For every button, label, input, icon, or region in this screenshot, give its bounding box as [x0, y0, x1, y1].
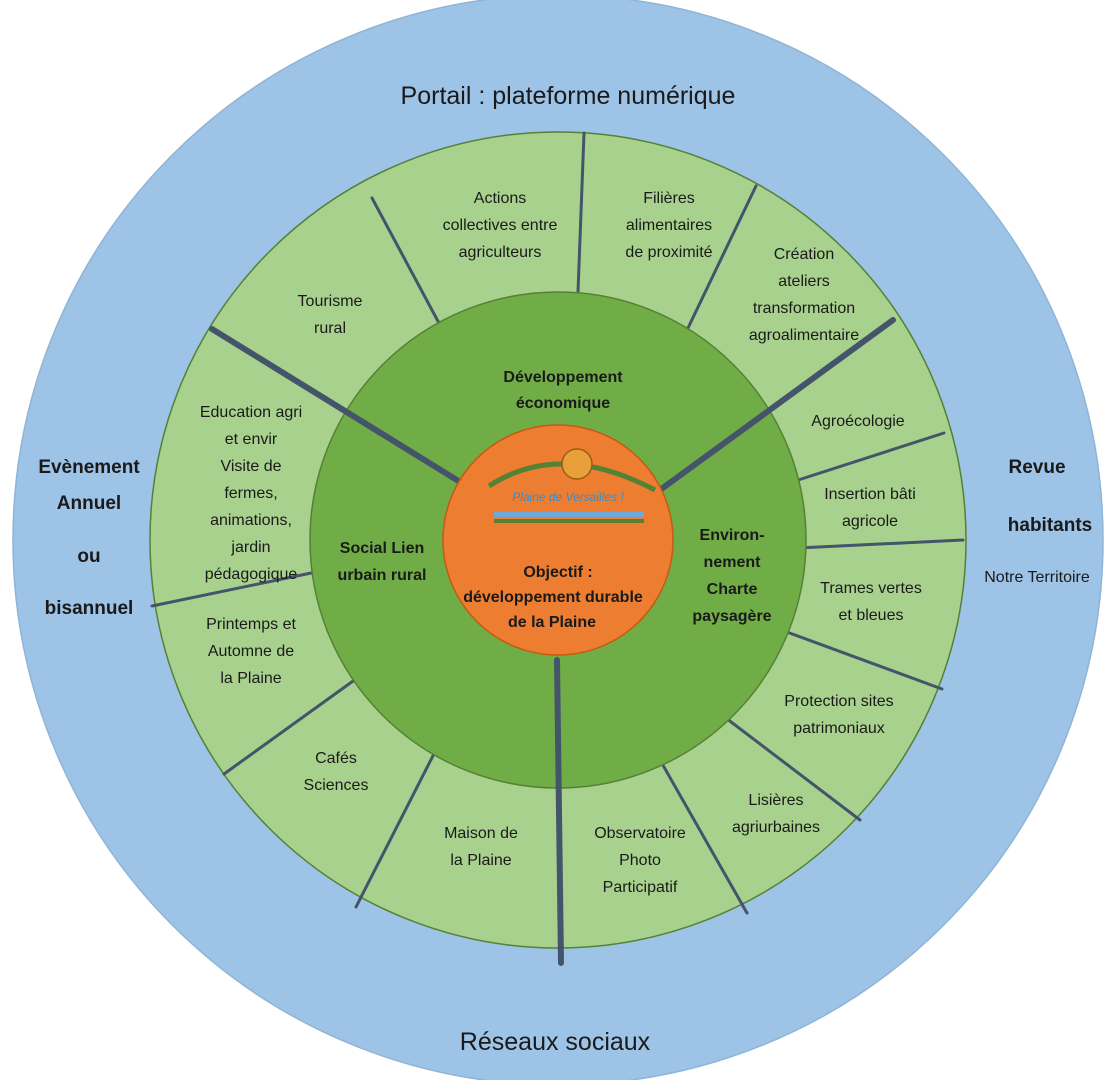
pillar-label-line: Développement	[503, 369, 623, 386]
pillar-divider-line	[209, 326, 468, 488]
pillar-social: Social Lien urbain rural	[338, 540, 427, 584]
divider-line	[716, 710, 862, 822]
logo-water-band	[494, 512, 644, 517]
segment-actions-collectives: Actions collectives entre agriculteurs	[443, 190, 558, 261]
segment-filieres-alimentaires: Filières alimentaires de proximité	[625, 190, 712, 261]
plaine-versailles-logo: Plaine de Versailles !	[487, 448, 657, 523]
pillar-label-line: paysagère	[692, 608, 771, 625]
segment-printemps-automne: Printemps et Automne de la Plaine	[206, 616, 296, 687]
divider-line	[150, 570, 318, 608]
segment-label-line: rural	[314, 320, 346, 337]
segment-label-line: Maison de	[444, 825, 518, 842]
segment-label-line: et envir	[225, 431, 278, 448]
segment-label-line: transformation	[753, 300, 855, 317]
divider-line	[658, 758, 749, 915]
notre-territoire-label: Notre Territoire	[984, 569, 1090, 586]
segment-label-line: pédagogique	[205, 566, 298, 583]
pillar-divider-line	[657, 317, 896, 493]
objective-line: de la Plaine	[508, 614, 596, 631]
portail-label: Portail : plateforme numérique	[401, 82, 736, 110]
evenement-label-line: bisannuel	[45, 598, 134, 619]
segment-protection-sites: Protection sites patrimoniaux	[784, 693, 893, 737]
evenement-label-line: Annuel	[57, 493, 121, 514]
segment-label-line: jardin	[230, 539, 270, 556]
segment-label-line: Automne de	[208, 643, 294, 660]
pillar-label-line: Social Lien	[340, 540, 424, 557]
segment-tourisme: Tourisme rural	[298, 293, 363, 337]
revue-habitants-label-line: Revue	[1008, 457, 1065, 478]
logo-text: Plaine de Versailles !	[512, 490, 624, 504]
pillar-developpement-economique: Développement économique	[503, 369, 623, 412]
logo-field-band	[494, 519, 644, 523]
objective-line: Objectif :	[523, 564, 592, 581]
pillar-environnement: Environ- nement Charte paysagère	[692, 527, 771, 625]
segment-label-line: agriculteurs	[459, 244, 542, 261]
reseaux-sociaux-label: Réseaux sociaux	[460, 1028, 651, 1056]
segment-label-line: Actions	[474, 190, 526, 207]
divider-line	[790, 431, 946, 484]
divider-line	[354, 740, 442, 909]
segment-label-line: Cafés	[315, 750, 357, 767]
segment-label-line: Trames vertes	[820, 580, 922, 597]
segment-label-line: la Plaine	[220, 670, 281, 687]
segment-label-line: la Plaine	[450, 852, 511, 869]
pillar-label-line: urbain rural	[338, 567, 427, 584]
segment-label-line: Protection sites	[784, 693, 893, 710]
segment-label-line: fermes,	[224, 485, 277, 502]
segment-label-line: agricole	[842, 513, 898, 530]
segment-label-line: Observatoire	[594, 825, 686, 842]
pillar-label-line: Charte	[707, 581, 758, 598]
pillar-label-line: nement	[704, 554, 762, 571]
segment-label-line: agroalimentaire	[749, 327, 859, 344]
objective-line: développement durable	[463, 589, 643, 606]
segment-label-line: Education agri	[200, 404, 302, 421]
segment-creation-ateliers: Création ateliers transformation agroalimen…	[749, 246, 859, 344]
evenement-label-line: ou	[77, 546, 100, 567]
objective-text: Objectif : développement durable de la P…	[463, 564, 643, 631]
divider-line	[796, 538, 965, 550]
segment-lisieres: Lisières agriurbaines	[732, 792, 820, 836]
segment-agroecologie: Agroécologie	[811, 413, 905, 430]
segment-label-line: Agroécologie	[811, 413, 905, 430]
segment-label-line: agriurbaines	[732, 819, 820, 836]
segment-label-line: Printemps et	[206, 616, 296, 633]
segment-label-line: Participatif	[603, 879, 678, 896]
segment-maison-plaine: Maison de la Plaine	[444, 825, 518, 869]
logo-tree-icon	[561, 448, 593, 480]
segment-label-line: animations,	[210, 512, 292, 529]
segment-label-line: Photo	[619, 852, 661, 869]
divider-line	[222, 674, 362, 776]
center-circle	[442, 424, 674, 656]
segment-trames-vertes: Trames vertes et bleues	[820, 580, 922, 624]
segment-label-line: Visite de	[220, 458, 281, 475]
evenement-label-line: Evènement	[38, 457, 140, 478]
segment-label-line: Filières	[643, 190, 695, 207]
revue-habitants-label-line: habitants	[1008, 515, 1092, 536]
divider-line	[686, 184, 758, 330]
segment-label-line: Sciences	[304, 777, 369, 794]
segment-label-line: Tourisme	[298, 293, 363, 310]
thick-dividers	[209, 317, 896, 966]
divider-line	[774, 626, 944, 691]
segment-insertion-bati: Insertion bâti agricole	[824, 486, 916, 530]
segment-label-line: alimentaires	[626, 217, 712, 234]
segment-label-line: de proximité	[625, 244, 712, 261]
segment-label-line: et bleues	[839, 607, 904, 624]
divider-line	[576, 131, 586, 294]
thin-dividers	[150, 131, 965, 915]
segment-label-line: Création	[774, 246, 834, 263]
divider-line	[370, 196, 442, 327]
segment-label-line: patrimoniaux	[793, 720, 885, 737]
pillar-label-line: économique	[516, 395, 610, 412]
segment-label-line: Lisières	[748, 792, 803, 809]
pillar-divider-line	[554, 657, 564, 966]
segment-label-line: Insertion bâti	[824, 486, 916, 503]
pillar-label-line: Environ-	[700, 527, 765, 544]
segment-label-line: ateliers	[778, 273, 830, 290]
segment-label-line: collectives entre	[443, 217, 558, 234]
